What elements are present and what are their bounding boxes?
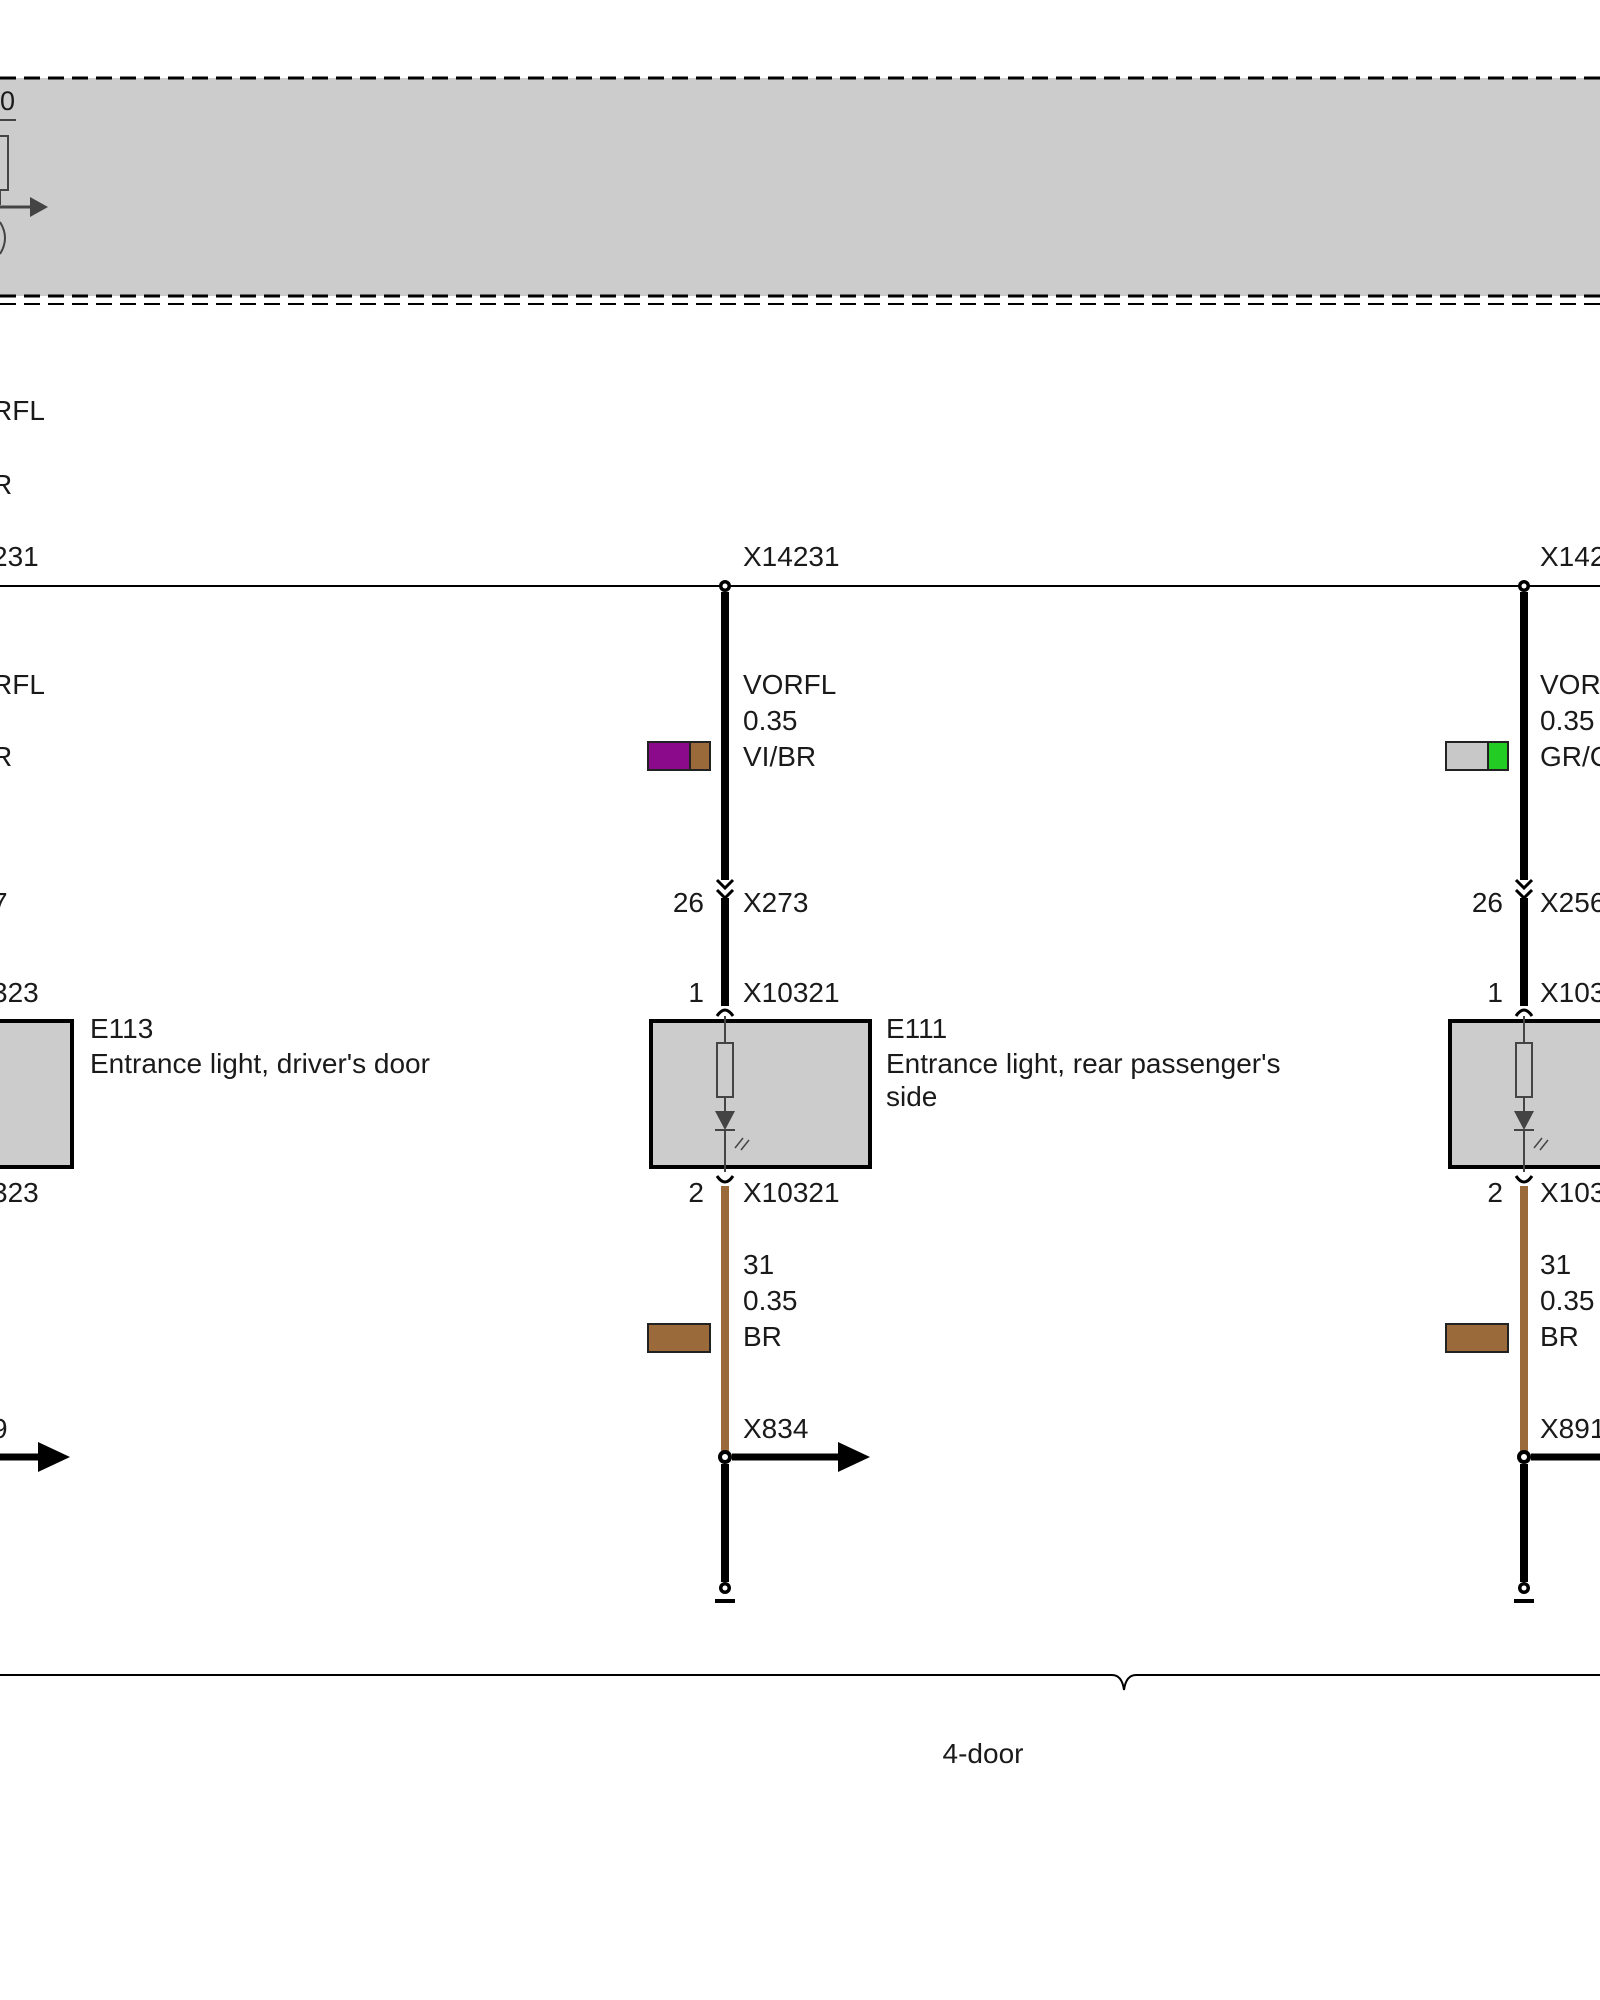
mid-conn-in-pin: 1 (688, 977, 704, 1008)
mid-component-description-line2: side (886, 1081, 937, 1112)
left-component-housing (0, 1019, 74, 1169)
mid-ground-connector-label: X834 (743, 1413, 808, 1444)
top-module-housing (0, 78, 1600, 296)
mid-conn-out-pin: 2 (688, 1177, 704, 1208)
mid-conn-out-label: X10321 (743, 1177, 840, 1208)
mid-component-id: E111 (886, 1013, 947, 1044)
middle-column: X14231 VORFL 0.35 VI/BR 26 X273 1 X10321 (647, 541, 1280, 1603)
right-wire-bottom-swatch (1445, 1323, 1509, 1353)
mid-conn-out-symbol (715, 1175, 735, 1184)
right-top-connector-label: X142 (1540, 541, 1600, 572)
mid-splice-connector (715, 878, 735, 901)
right-wire-color-swatch (1445, 741, 1509, 771)
mid-splice-connector-label: X273 (743, 887, 808, 918)
mid-wire-size-label: 0.35 (743, 705, 798, 736)
left-connector-top-label: 231 (0, 541, 39, 572)
mid-component-description-line1: Entrance light, rear passenger's (886, 1048, 1280, 1079)
right-wire-bottom-size: 0.35 (1540, 1285, 1595, 1316)
left-conn-out-label: 323 (0, 1177, 39, 1208)
right-conn-in-pin: 1 (1487, 977, 1503, 1008)
right-conn-in-label: X103 (1540, 977, 1600, 1008)
right-splice-connector-label: X256 (1540, 887, 1600, 918)
left-ground-arrow (0, 1442, 70, 1472)
right-wire-bottom-signal: 31 (1540, 1249, 1571, 1280)
mid-wire-bottom-size: 0.35 (743, 1285, 798, 1316)
mid-splice-pin: 26 (673, 887, 704, 918)
left-column: RFL R 231 RFL R 7 323 E113 Entrance ligh… (0, 395, 430, 1472)
right-splice-connector (1514, 878, 1534, 901)
right-led-resistor-icon (1514, 1016, 1549, 1172)
mid-wire-signal-label: VORFL (743, 669, 836, 700)
right-conn-out-symbol (1514, 1175, 1534, 1184)
right-conn-out-label: X103 (1540, 1177, 1600, 1208)
right-wire-color-label: GR/C (1540, 741, 1600, 772)
right-column: X142 VOR 0.35 GR/C 26 X256 1 X103 (1445, 541, 1600, 1603)
mid-ground-arrow (732, 1442, 870, 1472)
mid-ground-terminal (715, 1582, 735, 1603)
top-module: 0 (0, 76, 1600, 305)
right-wire-bottom-color: BR (1540, 1321, 1579, 1352)
left-component-id: E113 (90, 1013, 153, 1044)
mid-wire-bottom-color: BR (743, 1321, 782, 1352)
transistor-icon (0, 119, 48, 255)
left-color-label: R (0, 741, 12, 772)
left-color-top-label: R (0, 469, 12, 500)
left-ground-label: 9 (0, 1413, 8, 1444)
right-wire-size-label: 0.35 (1540, 705, 1595, 736)
mid-top-connector-label: X14231 (743, 541, 840, 572)
left-signal-top-label: RFL (0, 395, 45, 426)
mid-led-resistor-icon (715, 1016, 750, 1172)
right-ground-connector-label: X891 (1540, 1413, 1600, 1444)
left-component-description: Entrance light, driver's door (90, 1048, 430, 1079)
mid-wire-color-label: VI/BR (743, 741, 816, 772)
mid-conn-in-label: X10321 (743, 977, 840, 1008)
variant-label: 4-door (943, 1738, 1024, 1769)
left-splice-label: 7 (0, 887, 8, 918)
right-conn-in-symbol (1514, 1008, 1534, 1017)
variant-brace (0, 1674, 1600, 1691)
mid-component-housing (649, 1019, 872, 1169)
right-conn-out-pin: 2 (1487, 1177, 1503, 1208)
left-signal-label: RFL (0, 669, 45, 700)
right-ground-terminal (1514, 1582, 1534, 1603)
mid-wire-bottom-signal: 31 (743, 1249, 774, 1280)
mid-conn-in-symbol (715, 1008, 735, 1017)
mid-wire-color-swatch (647, 741, 711, 771)
right-splice-pin: 26 (1472, 887, 1503, 918)
right-wire-signal-label: VOR (1540, 669, 1600, 700)
mid-wire-bottom-swatch (647, 1323, 711, 1353)
left-conn-in-label: 323 (0, 977, 39, 1008)
top-module-partial-label: 0 (0, 86, 15, 116)
